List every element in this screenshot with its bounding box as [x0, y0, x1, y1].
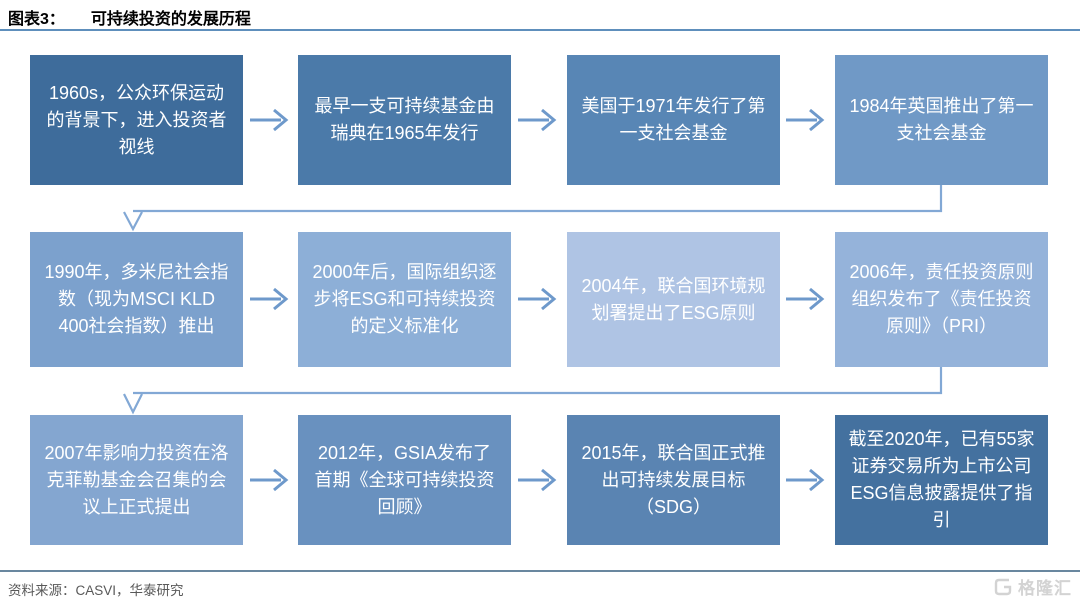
flow-arrow-right-icon [250, 287, 289, 311]
page-title: 可持续投资的发展历程 [90, 11, 251, 28]
flow-box-1960s: 1960s，公众环保运动的背景下，进入投资者视线 [30, 55, 243, 185]
flow-arrow-right-icon [518, 108, 557, 132]
flow-box-2006-pri: 2006年，责任投资原则组织发布了《责任投资原则》（PRI） [835, 232, 1048, 367]
title-underline [0, 29, 1080, 31]
flow-arrow-right-icon [786, 108, 825, 132]
flow-arrow-right-icon [786, 468, 825, 492]
figure-label: 图表3： [8, 11, 65, 28]
row-wrap-connector-down-icon [123, 367, 943, 415]
flow-arrow-right-icon [786, 287, 825, 311]
flow-arrow-right-icon [250, 468, 289, 492]
logo-text: 格隆汇 [1018, 579, 1072, 598]
footer-rule [0, 570, 1080, 572]
logo-g-icon [994, 578, 1012, 595]
flow-box-1971-us-social-fund: 美国于1971年发行了第一支社会基金 [567, 55, 780, 185]
flow-arrow-right-icon [518, 287, 557, 311]
flow-arrow-right-icon [518, 468, 557, 492]
flow-box-2015-sdg: 2015年，联合国正式推出可持续发展目标（SDG） [567, 415, 780, 545]
flow-box-2012-gsia-review: 2012年，GSIA发布了首期《全球可持续投资回顾》 [298, 415, 511, 545]
flow-arrow-right-icon [250, 108, 289, 132]
flow-box-2007-impact-investing: 2007年影响力投资在洛克菲勒基金会召集的会议上正式提出 [30, 415, 243, 545]
flow-box-2020-exchanges-esg: 截至2020年，已有55家证券交易所为上市公司ESG信息披露提供了指引 [835, 415, 1048, 545]
flow-box-1984-uk-social-fund: 1984年英国推出了第一支社会基金 [835, 55, 1048, 185]
flow-box-1965-sweden-fund: 最早一支可持续基金由瑞典在1965年发行 [298, 55, 511, 185]
source-note: 资料来源：CASVI，华泰研究 [8, 583, 184, 598]
flow-box-2000-esg-standardization: 2000年后，国际组织逐步将ESG和可持续投资的定义标准化 [298, 232, 511, 367]
row-wrap-connector-down-icon [123, 185, 943, 232]
flow-box-1990-domini-index: 1990年，多米尼社会指数（现为MSCI KLD 400社会指数）推出 [30, 232, 243, 367]
gelonghui-logo: 格隆汇 [993, 574, 1072, 599]
figure-header: 图表3： 可持续投资的发展历程 [8, 5, 251, 29]
flow-box-2004-unep-esg: 2004年，联合国环境规划署提出了ESG原则 [567, 232, 780, 367]
